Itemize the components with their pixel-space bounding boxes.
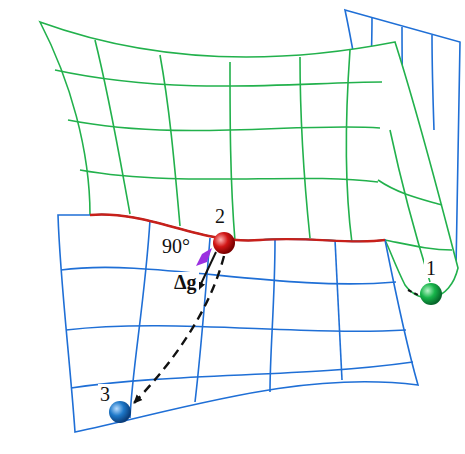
path-dash — [408, 290, 418, 295]
blue-front-sheet — [58, 215, 418, 432]
gradient-arrow — [198, 252, 216, 290]
crossing-seam — [90, 215, 385, 242]
callout-number: 3 — [98, 384, 112, 404]
path-arrow — [134, 256, 224, 403]
red-ball — [213, 232, 235, 254]
blue-ball — [109, 401, 131, 423]
green-ball — [420, 283, 442, 305]
angle-label: 90° — [160, 236, 192, 256]
callout-number: 2 — [213, 206, 227, 226]
callout-number: 1 — [424, 258, 438, 278]
vector-label: Δg — [172, 272, 199, 292]
